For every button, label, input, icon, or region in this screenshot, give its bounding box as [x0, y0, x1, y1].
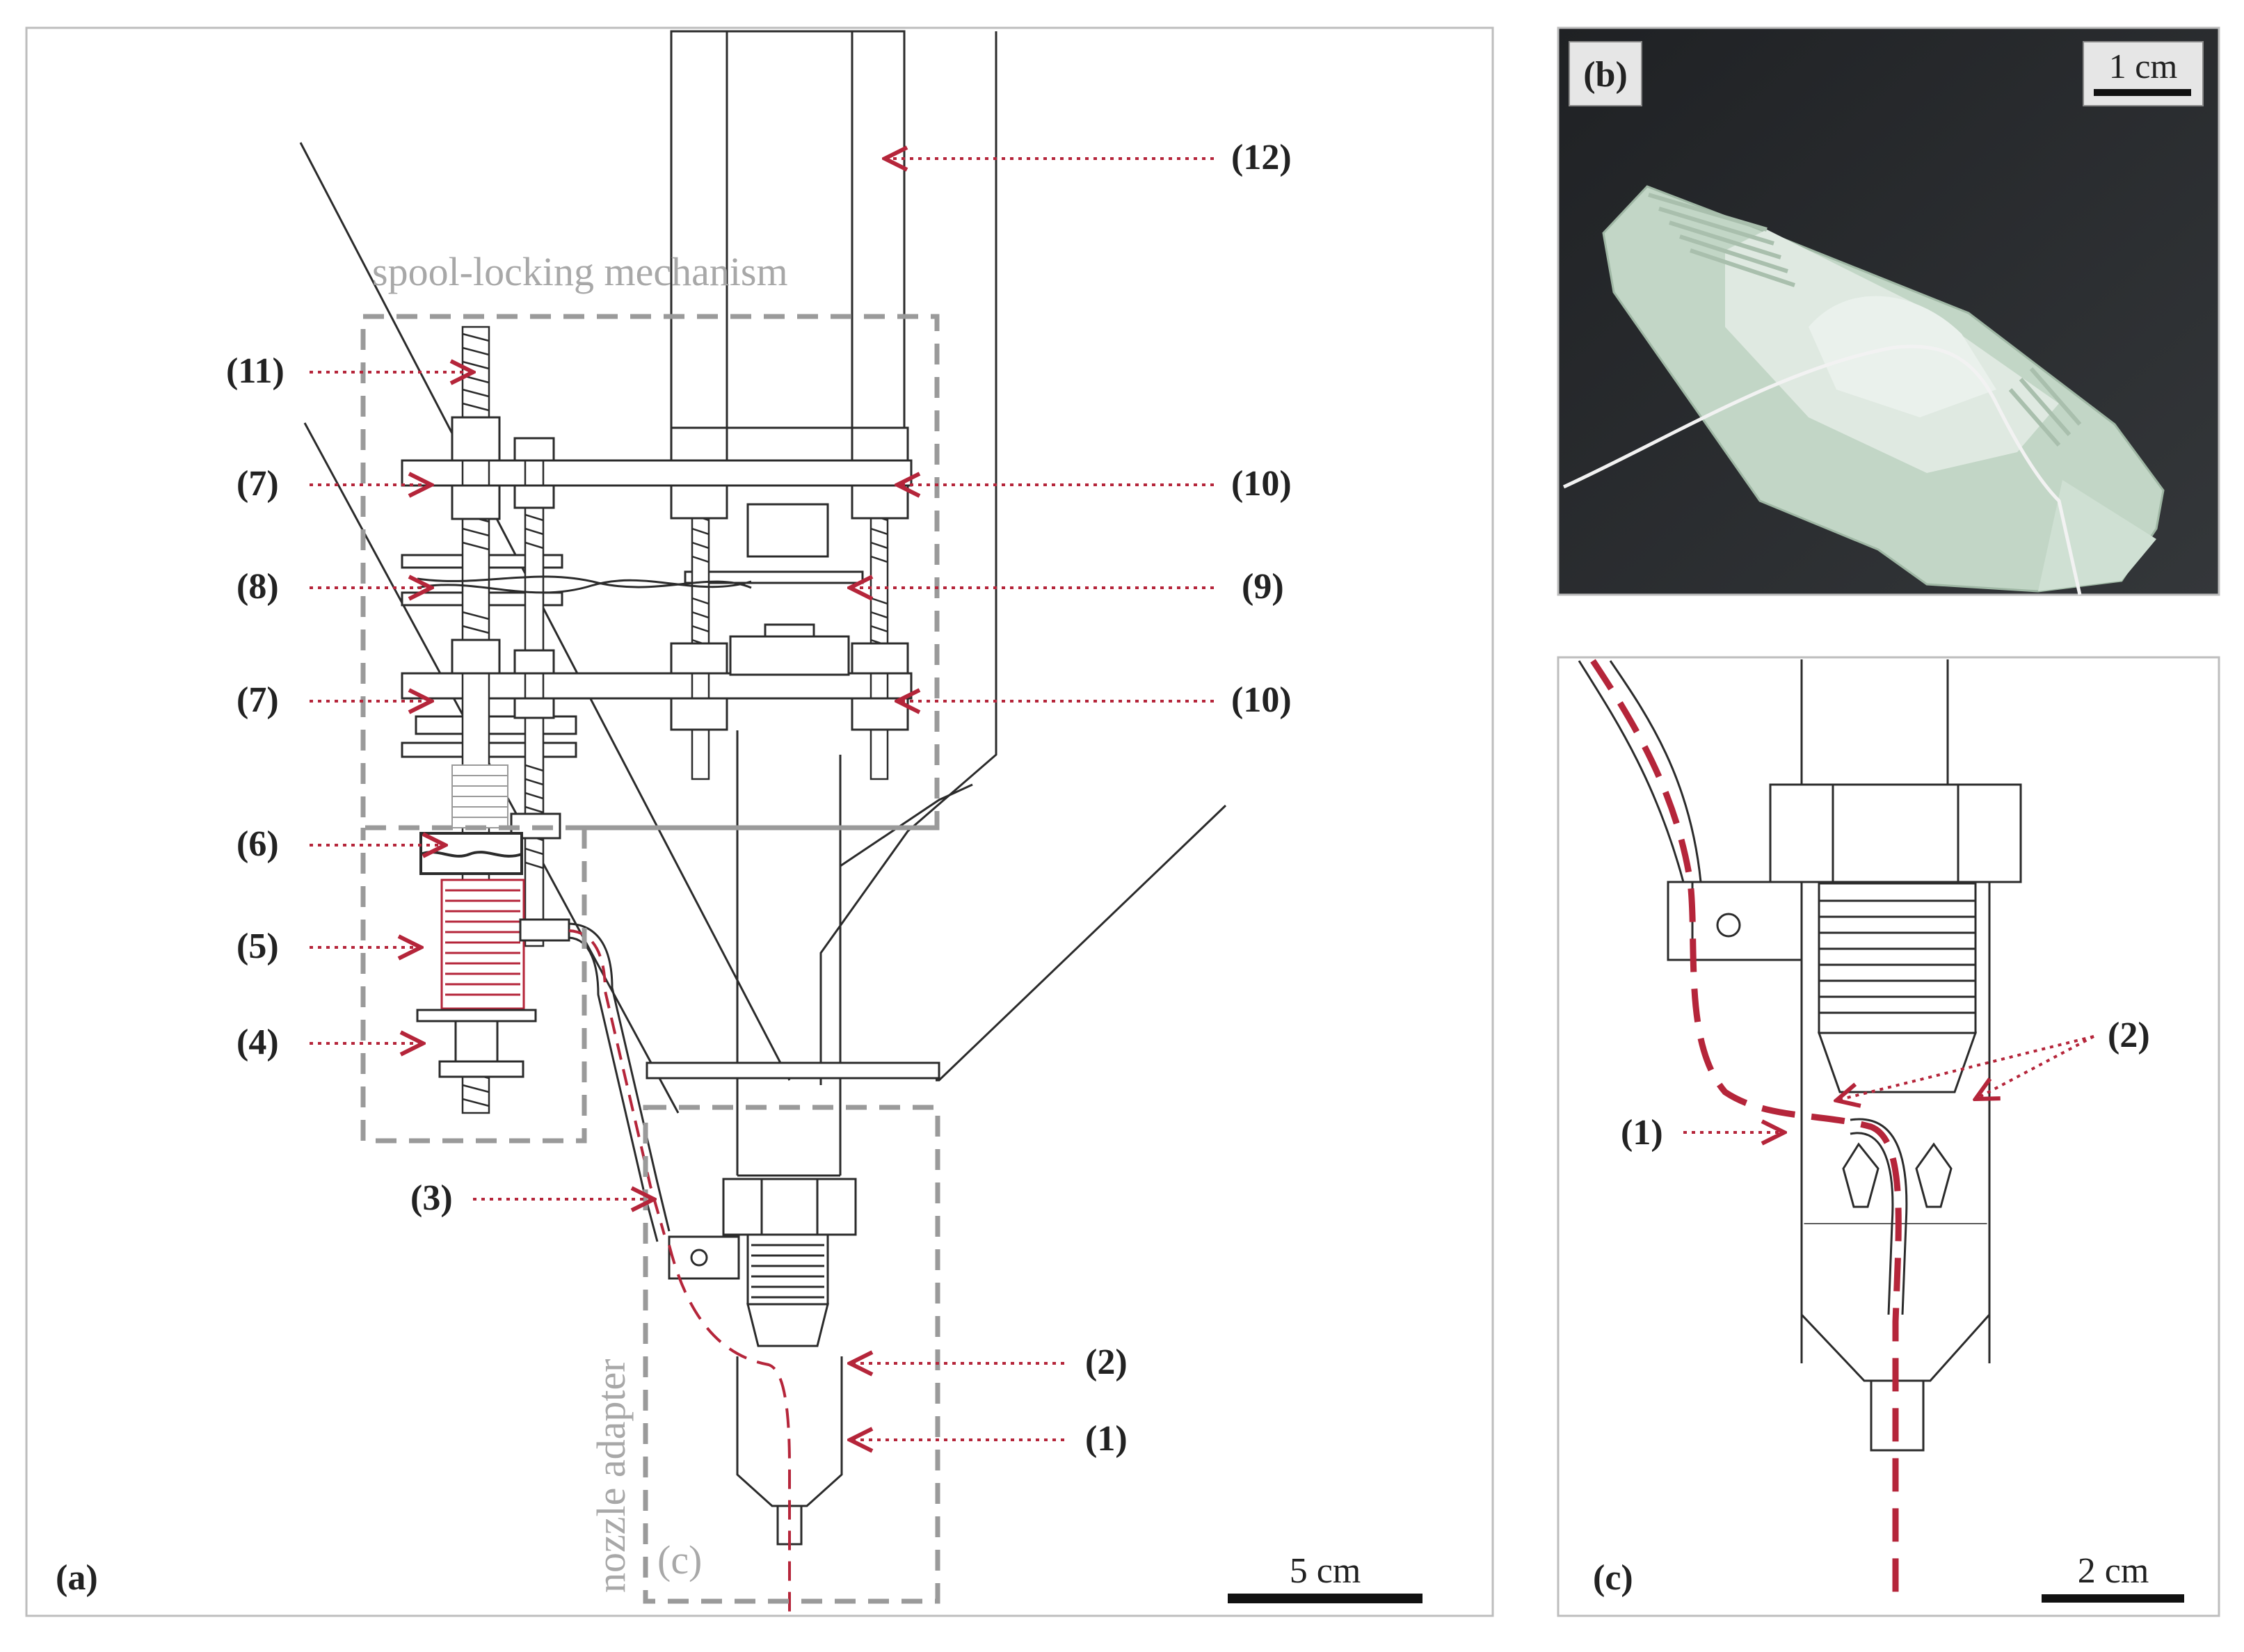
callout-10-upper: (10): [1231, 464, 1292, 504]
callout-11: (11): [226, 351, 284, 391]
filament-in-photo: [1562, 344, 2082, 595]
scale-label-c: 2 cm: [2078, 1551, 2149, 1591]
main-tube: [670, 30, 997, 1177]
callout-10-lower: (10): [1231, 680, 1292, 720]
panel-a: spool-locking mechanism nozzle adapter (…: [25, 26, 1494, 1617]
callout-2: (2): [1085, 1342, 1128, 1382]
panel-c-label: (c): [1593, 1558, 1633, 1598]
callout-5: (5): [237, 927, 279, 966]
callout-9: (9): [1242, 567, 1284, 607]
callout-7-upper: (7): [237, 464, 279, 504]
spool-locking-region-box: [360, 314, 940, 831]
spool-region-label: spool-locking mechanism: [372, 249, 788, 294]
panel-c: (1) (2) (c) 2 cm: [1557, 656, 2220, 1617]
callout-c-1: (1): [1621, 1113, 1663, 1153]
nozzle-region-label: nozzle adapter: [588, 1358, 634, 1593]
spring: [440, 879, 525, 1010]
callout-8: (8): [237, 567, 279, 607]
nozzle-panel-ref: (c): [657, 1537, 702, 1582]
callout-c-2: (2): [2108, 1016, 2150, 1055]
callout-1: (1): [1085, 1419, 1128, 1459]
filament-tube: [519, 918, 671, 1242]
callout-3: (3): [410, 1178, 453, 1218]
scale-label-b: 1 cm: [2109, 47, 2178, 86]
callout-12: (12): [1231, 138, 1292, 177]
panel-b-label: (b): [1583, 55, 1628, 95]
filament-path-c: [1590, 659, 1902, 1600]
nozzle-adapter-region-box: [643, 1105, 940, 1604]
printed-part-photo: [1602, 185, 2165, 593]
callout-labels-a: (12) (11) (7) (10) (8) (9) (7) (10) (6) …: [226, 138, 1292, 1459]
plates: [401, 459, 940, 1080]
callout-4: (4): [237, 1023, 279, 1062]
panel-b: (b) 1 cm: [1557, 26, 2220, 596]
scale-label-a: 5 cm: [1290, 1551, 1361, 1591]
nuts: [451, 416, 909, 840]
callout-7-lower: (7): [237, 680, 279, 720]
panel-a-label: (a): [56, 1558, 98, 1598]
callout-arrows-a: [310, 159, 1214, 1440]
callout-6: (6): [237, 824, 279, 864]
